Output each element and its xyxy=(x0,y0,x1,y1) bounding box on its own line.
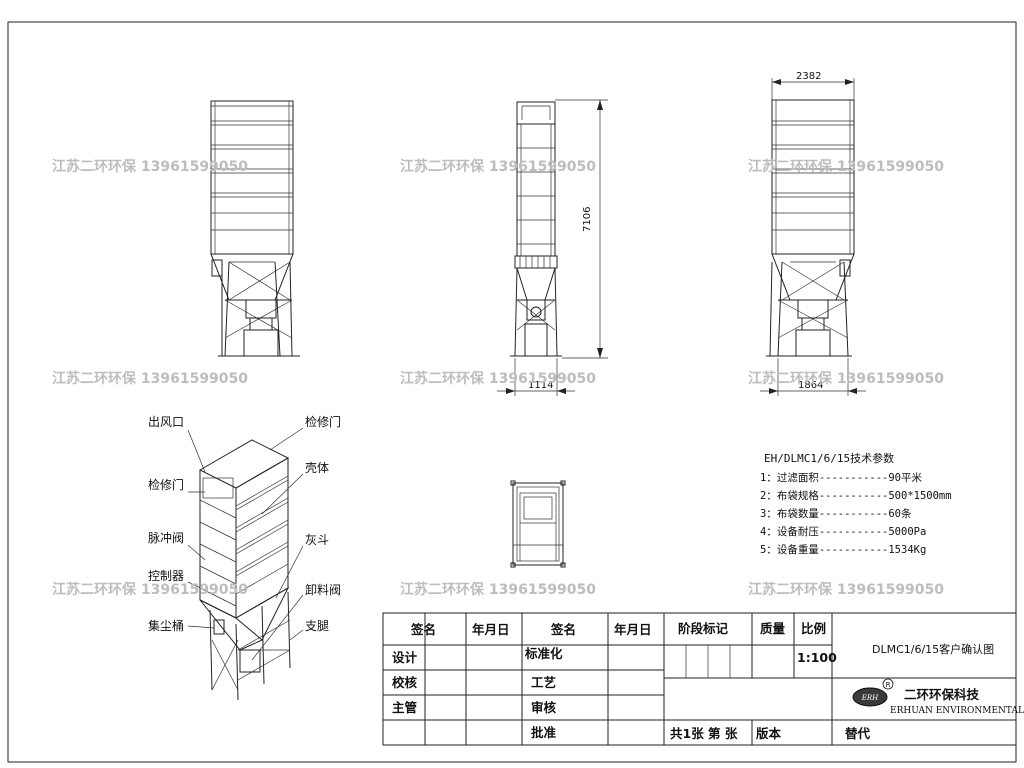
tb-row-craft: 工艺 xyxy=(531,675,556,690)
company-name-cn: 二环环保科技 xyxy=(904,687,980,702)
watermark: 江苏二环环保 13961599050 xyxy=(748,370,944,387)
watermarks: 江苏二环环保 13961599050 江苏二环环保 13961599050 江苏… xyxy=(52,158,944,598)
watermark: 江苏二环环保 13961599050 xyxy=(748,158,944,175)
spec-title: EH/DLMC1/6/15技术参数 xyxy=(764,451,894,465)
tb-header-sign: 签名 xyxy=(550,622,576,637)
callout-access-door-top: 检修门 xyxy=(305,414,341,429)
front-view xyxy=(210,100,300,357)
watermark: 江苏二环环保 13961599050 xyxy=(52,370,248,387)
watermark: 江苏二环环保 13961599050 xyxy=(52,158,248,175)
tb-version: 版本 xyxy=(756,726,782,741)
tb-header-stage: 阶段标记 xyxy=(678,621,729,636)
spec-item-2: 2：布袋规格-----------500*1500mm xyxy=(760,489,952,502)
tb-sheet-count: 共1张 第 张 xyxy=(670,726,738,741)
callout-shell: 壳体 xyxy=(305,461,329,475)
callout-access-door-left: 检修门 xyxy=(148,477,184,492)
tb-header-mass: 质量 xyxy=(760,621,786,636)
callout-unload-valve: 卸料阀 xyxy=(305,582,341,597)
dim-side-width-label: 1114 xyxy=(528,380,553,391)
spec-item-5: 5：设备重量-----------1534Kg xyxy=(760,543,926,556)
isometric-view xyxy=(198,439,291,701)
watermark: 江苏二环环保 13961599050 xyxy=(400,370,596,387)
side-view xyxy=(497,99,608,396)
callout-leaders xyxy=(187,427,304,661)
watermark: 江苏二环环保 13961599050 xyxy=(400,581,596,598)
title-block: 签名 年月日 签名 年月日 阶段标记 质量 比例 设计 校核 主管 标准化 工艺… xyxy=(382,612,1024,746)
top-view xyxy=(510,480,566,568)
registered-mark-icon xyxy=(882,678,894,690)
callout-hopper: 灰斗 xyxy=(305,533,329,547)
callout-controller: 控制器 xyxy=(148,569,184,583)
drawing-border xyxy=(7,21,1017,763)
watermark: 江苏二环环保 13961599050 xyxy=(400,158,596,175)
watermark: 江苏二环环保 13961599050 xyxy=(748,581,944,598)
spec-item-4: 4：设备耐压-----------5000Pa xyxy=(760,525,926,538)
tb-header-date: 年月日 xyxy=(472,622,510,637)
tb-row-review: 审核 xyxy=(531,700,557,715)
spec-block: EH/DLMC1/6/15技术参数 1：过滤面积-----------90平米 … xyxy=(760,451,952,556)
company-logo-icon xyxy=(852,687,888,707)
tb-header-scale: 比例 xyxy=(801,621,826,636)
dim-height-label: 7106 xyxy=(582,207,593,232)
company-logo-mark: ERH xyxy=(861,694,879,702)
tb-drawing-title: DLMC1/6/15客户确认图 xyxy=(872,642,994,656)
callout-leg: 支腿 xyxy=(305,619,329,633)
tb-row-standard: 标准化 xyxy=(524,646,563,661)
tb-header-date: 年月日 xyxy=(614,622,652,637)
spec-item-1: 1：过滤面积-----------90平米 xyxy=(760,471,923,484)
company-name-en: ERHUAN ENVIRONMENTAL xyxy=(890,706,1024,716)
watermark: 江苏二环环保 13961599050 xyxy=(52,581,248,598)
callout-outlet: 出风口 xyxy=(148,415,184,429)
tb-row-check: 校核 xyxy=(392,675,418,690)
dim-top-width-label: 2382 xyxy=(796,71,821,82)
tb-row-chief: 主管 xyxy=(392,700,417,715)
callout-pulse-valve: 脉冲阀 xyxy=(148,530,184,545)
tb-row-approve: 批准 xyxy=(531,725,557,740)
spec-item-3: 3：布袋数量-----------60条 xyxy=(760,507,912,520)
tb-scale-value: 1:100 xyxy=(797,650,837,665)
callout-labels: 出风口 检修门 脉冲阀 控制器 集尘桶 检修门 壳体 灰斗 卸料阀 支腿 xyxy=(148,414,341,633)
tb-row-design: 设计 xyxy=(392,650,418,665)
tb-header-sign: 签名 xyxy=(410,622,436,637)
right-view xyxy=(760,78,866,396)
tb-replace: 替代 xyxy=(845,726,871,741)
callout-dust-bin: 集尘桶 xyxy=(148,618,184,633)
dim-bottom-width-label: 1864 xyxy=(798,380,823,391)
registered-mark: R xyxy=(886,681,891,689)
